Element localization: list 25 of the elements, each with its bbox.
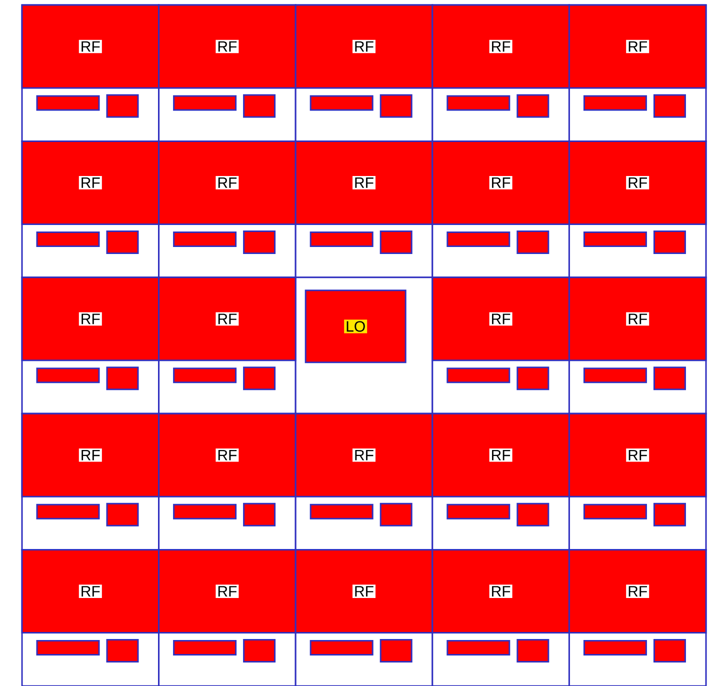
rf-block: RF xyxy=(568,412,707,498)
rf-block: RF xyxy=(568,549,707,634)
lo-block: LO xyxy=(304,290,406,364)
rf-block: RF xyxy=(158,276,296,362)
rf-block: RF xyxy=(568,140,707,225)
rf-block: RF xyxy=(432,276,570,362)
rf-block: RF xyxy=(432,412,570,498)
rf-block: RF xyxy=(158,549,296,634)
rf-block: RF xyxy=(568,276,707,362)
rf-block: RF xyxy=(21,276,160,362)
rf-block: RF xyxy=(432,549,570,634)
rf-block: RF xyxy=(432,140,570,225)
rf-block: RF xyxy=(432,4,570,89)
rf-block: RF xyxy=(158,140,296,225)
rf-block: RF xyxy=(294,4,434,89)
rf-block: RF xyxy=(21,4,160,89)
rf-block: RF xyxy=(568,4,707,89)
rf-block: RF xyxy=(294,140,434,225)
rf-block: RF xyxy=(158,412,296,498)
rf-block: RF xyxy=(294,549,434,634)
rf-block: RF xyxy=(21,140,160,225)
rf-block: RF xyxy=(294,412,434,498)
rf-block: RF xyxy=(158,4,296,89)
rf-block: RF xyxy=(21,549,160,634)
rf-block: RF xyxy=(21,412,160,498)
